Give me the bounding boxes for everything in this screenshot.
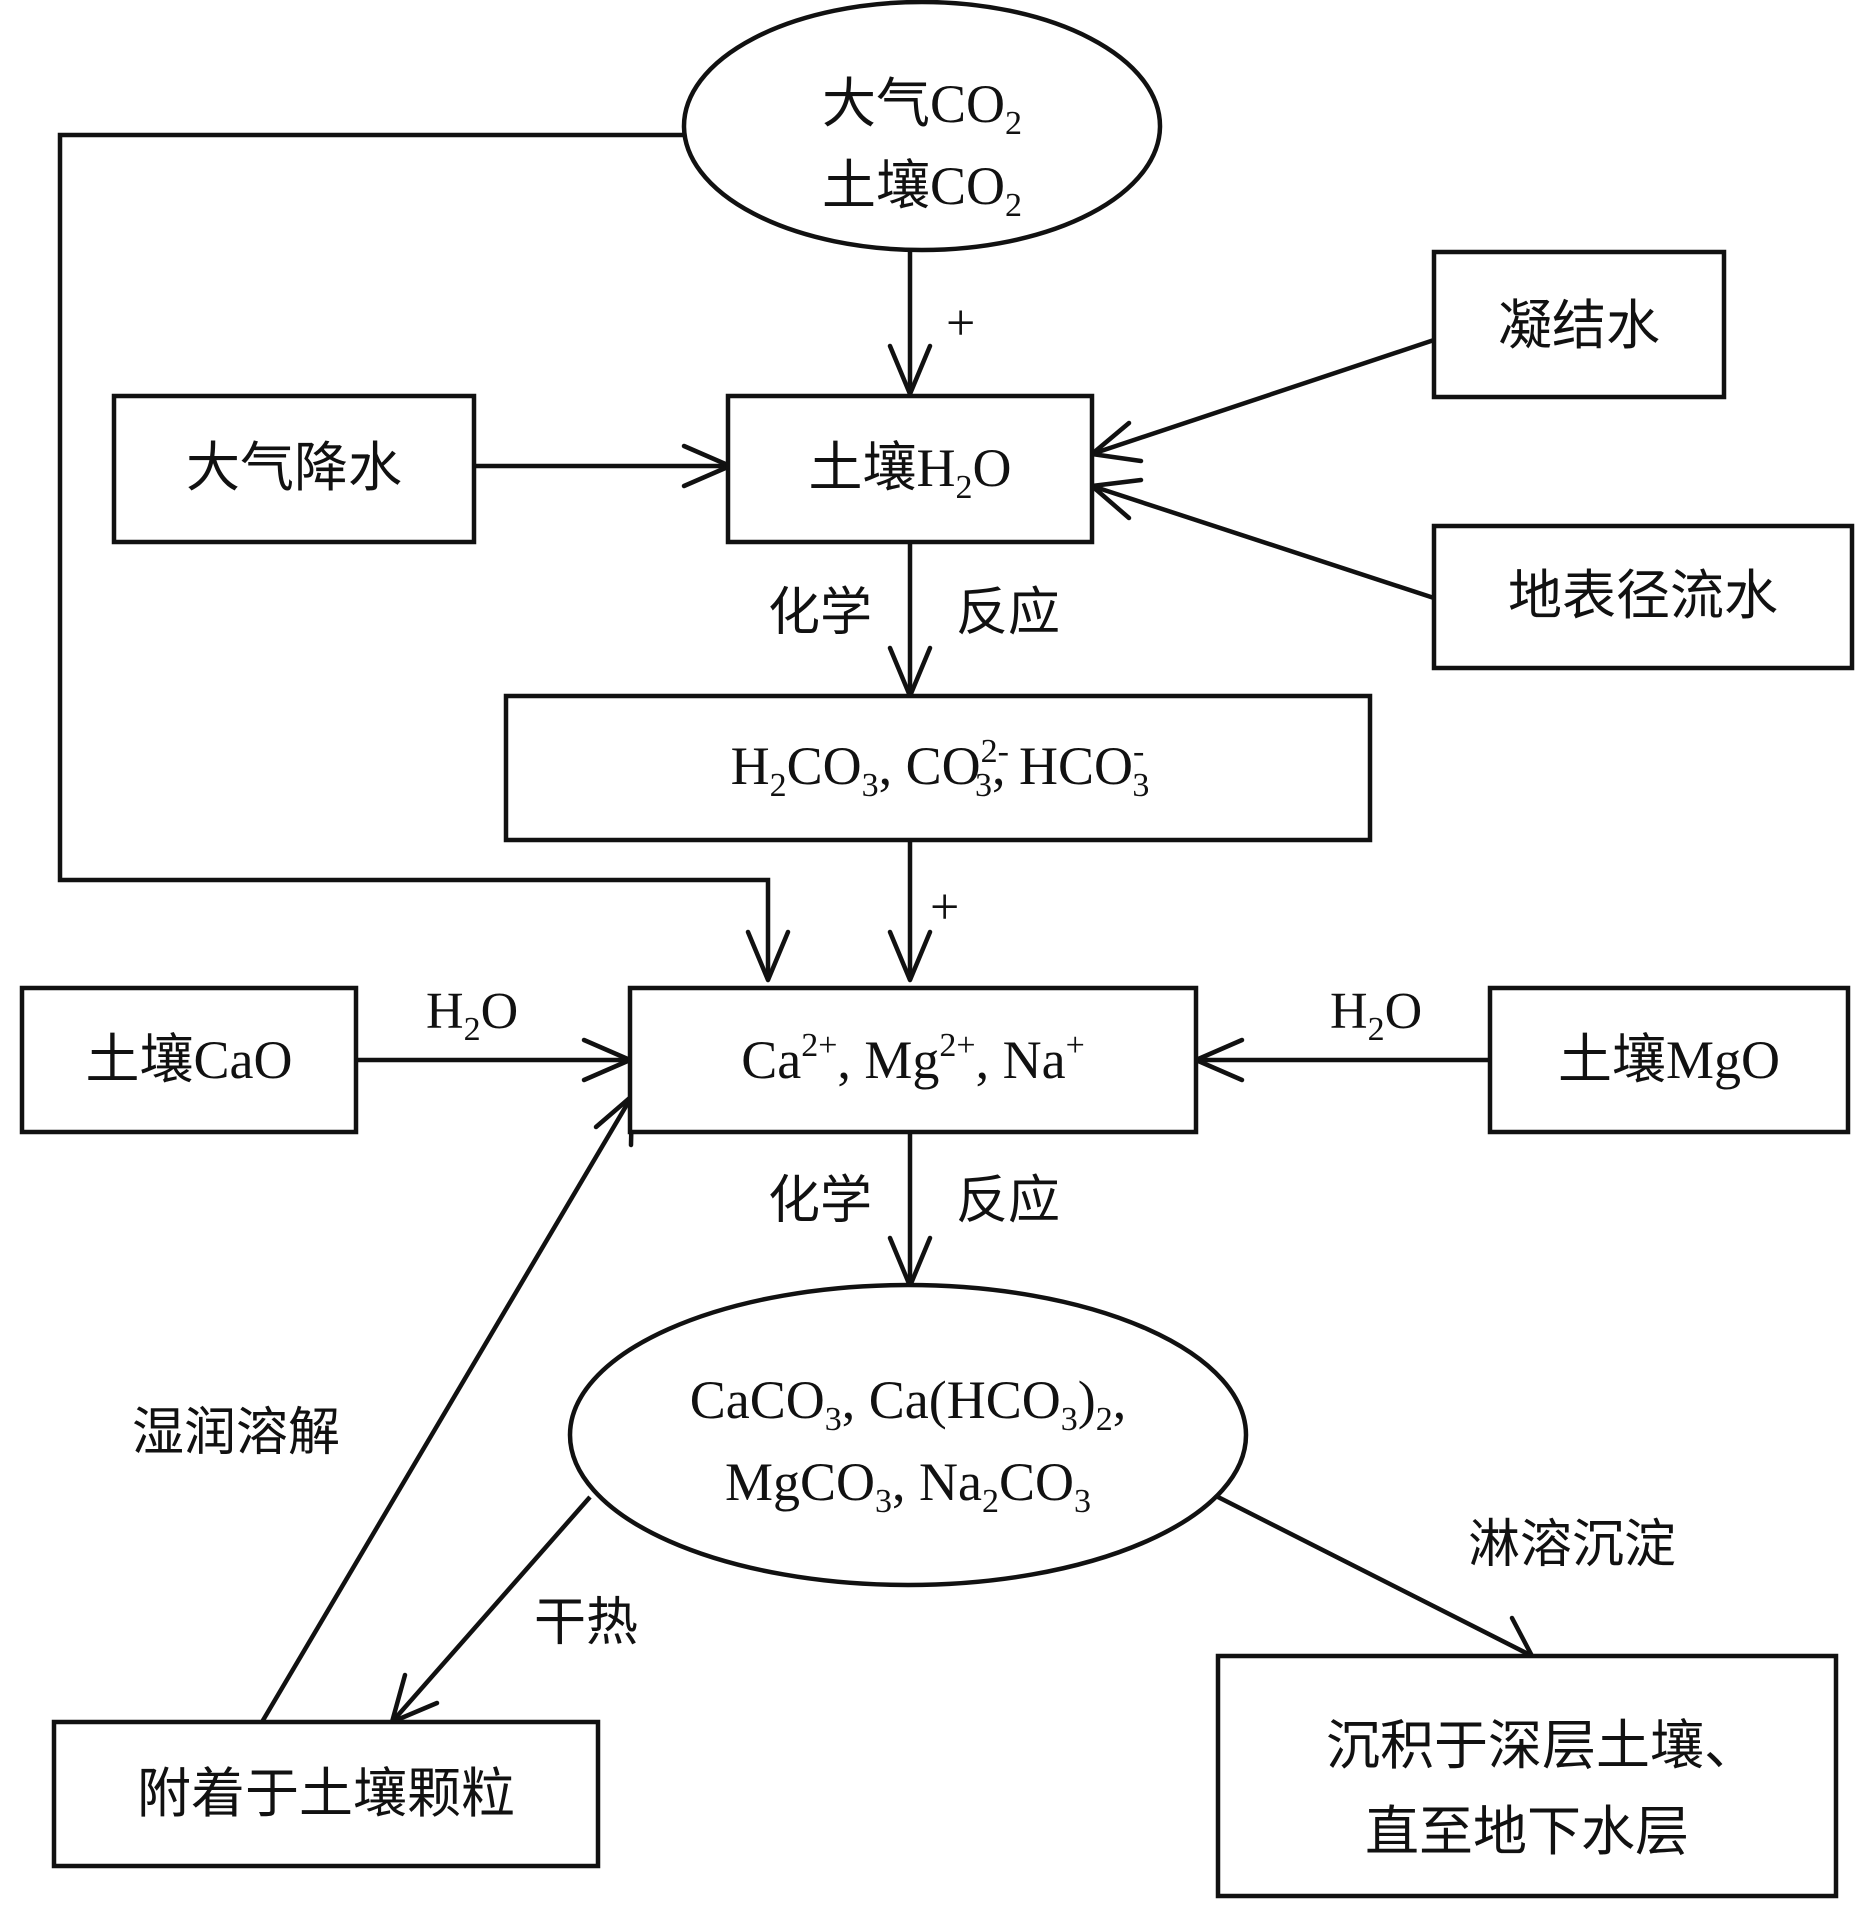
deposited-line2: 直至地下水层 [1365, 1802, 1689, 1862]
soil-cao-label: 土壤CaO [86, 1030, 293, 1090]
precipitation-box [111, 393, 477, 545]
edge-runoff-to-water [1091, 483, 1435, 601]
label-water-to-carbonic-left: 化学 [768, 585, 872, 642]
label-leach-deposit: 淋溶沉淀 [1468, 1517, 1676, 1574]
co2-line2: 土壤CO2 [822, 156, 1022, 224]
node-deposited: 沉积于深层土壤、 直至地下水层 [1215, 1653, 1839, 1899]
carbonates-ellipse [567, 1282, 1249, 1588]
node-carbonates: CaCO3, Ca(HCO3)2, MgCO3, Na2CO3 [567, 1282, 1249, 1588]
node-condensed-water: 凝结水 [1431, 249, 1727, 400]
soil-cao-box [19, 985, 359, 1135]
label-mgo-to-cations: H2O [1330, 983, 1422, 1048]
edge-carbonates-to-attached [390, 1495, 592, 1724]
arrowhead-carbonic-to-cations [887, 929, 933, 983]
label-water-to-carbonic-right: 反应 [956, 585, 1060, 642]
node-soil-cao: 土壤CaO [19, 985, 359, 1135]
co2-line1: 大气CO2 [822, 74, 1022, 142]
soil-mgo-box [1487, 985, 1851, 1135]
carbonates-line1: CaCO3, Ca(HCO3)2, [690, 1370, 1126, 1438]
attached-box [51, 1719, 601, 1869]
label-carbonic-to-cations: + [930, 879, 959, 936]
label-dry-heat: 干热 [534, 1595, 638, 1652]
soil-mgo-label: 土壤MgO [1558, 1030, 1780, 1090]
attached-label: 附着于土壤颗粒 [137, 1764, 515, 1824]
node-soil-mgo: 土壤MgO [1487, 985, 1851, 1135]
label-wet-dissolve: 湿润溶解 [132, 1405, 340, 1462]
node-precipitation: 大气降水 [111, 393, 477, 545]
carbonic-box [503, 693, 1373, 843]
edge-carbonates-to-deposited [1214, 1493, 1534, 1659]
arrowhead-co2-bypass [745, 929, 791, 983]
edge-attached-to-cations [260, 1094, 634, 1724]
condensed-water-box [1431, 249, 1727, 400]
deposited-line1: 沉积于深层土壤、 [1326, 1716, 1758, 1776]
edge-condensed-to-water [1091, 337, 1435, 457]
cations-label: Ca2+, Mg2+, Na+ [741, 1027, 1085, 1090]
label-cations-to-carbonates-left: 化学 [768, 1173, 872, 1230]
edge-labels: + 化学 反应 + H2O H2O 化学 反应 湿润溶解 干热 淋溶沉淀 [132, 295, 1676, 1652]
runoff-water-label: 地表径流水 [1508, 566, 1778, 626]
edge-co2-bypass [57, 132, 771, 978]
co2-ellipse [681, 0, 1163, 253]
node-co2: 大气CO2 土壤CO2 [681, 0, 1163, 253]
node-cations: Ca2+, Mg2+, Na+ [627, 985, 1199, 1135]
node-attached: 附着于土壤颗粒 [51, 1719, 601, 1869]
node-carbonic: H2CO3, CO2-3, HCO-3 [503, 693, 1373, 843]
soil-water-box [725, 393, 1095, 545]
arrowhead-carbonates-to-deposited [1503, 1615, 1535, 1661]
node-soil-water: 土壤H2O [725, 393, 1095, 545]
carbonates-line2: MgCO3, Na2CO3 [725, 1452, 1091, 1520]
carbonic-label: H2CO3, CO2-3, HCO-3 [731, 733, 1150, 804]
label-cao-to-cations: H2O [426, 983, 518, 1048]
arrowhead-attached-to-cations [593, 1093, 635, 1148]
label-cations-to-carbonates-right: 反应 [956, 1173, 1060, 1230]
soil-water-label: 土壤H2O [809, 438, 1012, 506]
precipitation-label: 大气降水 [186, 438, 402, 498]
deposited-box [1215, 1653, 1839, 1899]
runoff-water-box [1431, 523, 1855, 671]
node-runoff-water: 地表径流水 [1431, 523, 1855, 671]
condensed-water-label: 凝结水 [1498, 296, 1660, 356]
edges [57, 132, 1535, 1725]
cations-box [627, 985, 1199, 1135]
label-co2-to-water: + [946, 295, 975, 352]
